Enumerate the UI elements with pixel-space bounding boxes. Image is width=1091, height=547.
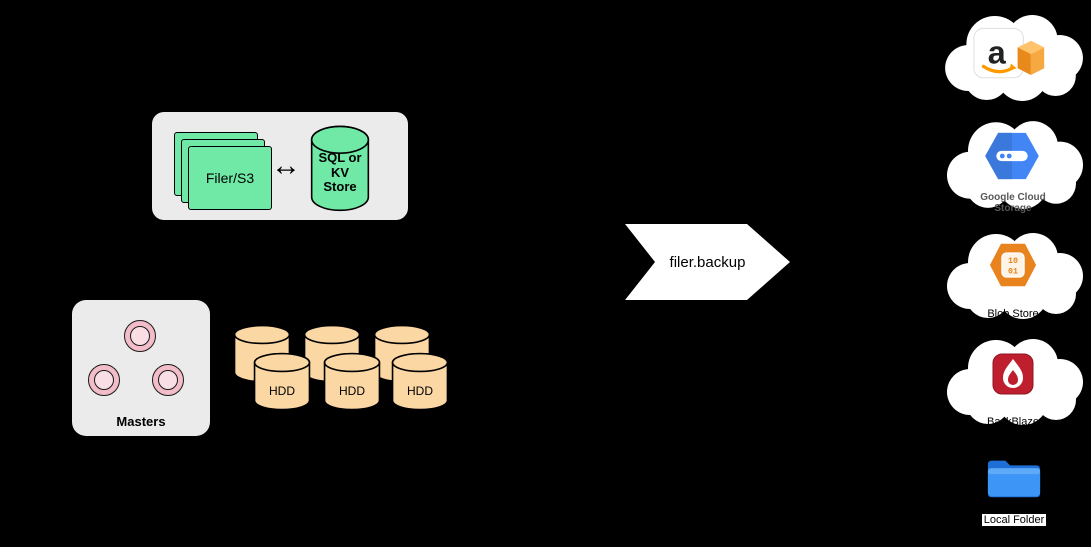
destination-aws-s3: a [936, 6, 1088, 106]
destination-backblaze: BackBlaze [938, 330, 1088, 430]
hdd-cylinder: HDD [389, 352, 451, 412]
destination-local-folder: Local Folder [972, 448, 1056, 532]
masters-label: Masters [116, 414, 166, 429]
volume-servers-group: HDD HDD HDD [228, 320, 460, 420]
cylinder-icon [391, 352, 449, 411]
filer-backup-label: filer.backup [669, 253, 746, 271]
destination-blob-store: 10 01 Blob Store [938, 224, 1088, 324]
aws-cube-icon [1017, 40, 1045, 75]
blob-bits-top: 10 [1008, 257, 1018, 266]
metadata-store-label: SQL or KV Store [318, 149, 362, 195]
backblaze-flame-icon [992, 353, 1034, 395]
blue-folder-icon [987, 460, 1041, 498]
metadata-store-cylinder: SQL or KV Store [308, 124, 372, 214]
bidirectional-arrow-icon: ↔ [271, 149, 301, 182]
master-node-core [158, 370, 178, 390]
filer-backup-arrow: filer.backup [625, 224, 790, 300]
master-node [88, 364, 120, 396]
master-node-core [130, 326, 150, 346]
master-node [152, 364, 184, 396]
masters-group: Masters [72, 300, 210, 436]
filer-card-front: Filer/S3 [188, 146, 272, 210]
hdd-cylinder: HDD [321, 352, 383, 412]
gcs-label: Google Cloud Storage [980, 192, 1046, 214]
filer-label: Filer/S3 [205, 170, 255, 186]
google-cloud-storage-icon [985, 132, 1039, 180]
master-node [124, 320, 156, 352]
blob-bits-bottom: 01 [1008, 267, 1018, 276]
filer-store-group: Filer/S3 ↔ SQL or KV Store [152, 112, 408, 220]
backblaze-label: BackBlaze [987, 416, 1039, 428]
hdd-cylinder: HDD [251, 352, 313, 412]
blob-store-label: Blob Store [987, 308, 1039, 320]
destination-google-cloud-storage: Google Cloud Storage [938, 112, 1088, 214]
cylinder-icon [253, 352, 311, 411]
azure-blob-store-icon: 10 01 [989, 243, 1037, 287]
hdd-label: HDD [407, 384, 433, 398]
local-folder-label: Local Folder [981, 514, 1047, 526]
hdd-label: HDD [339, 384, 365, 398]
hdd-label: HDD [269, 384, 295, 398]
master-node-core [94, 370, 114, 390]
cylinder-icon [323, 352, 381, 411]
filer-server-stack: Filer/S3 [174, 132, 274, 212]
amazon-letter: a [988, 35, 1007, 71]
chevron-arrow-icon [625, 224, 790, 300]
aws-s3-box-icon: a [973, 27, 1045, 79]
